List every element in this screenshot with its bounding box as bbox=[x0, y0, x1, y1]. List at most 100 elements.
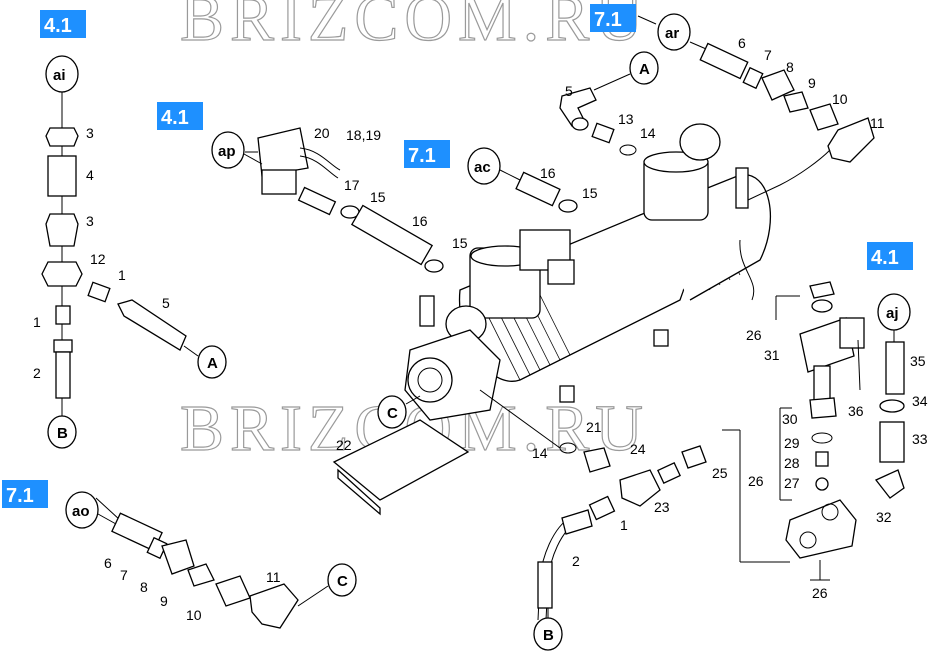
circle-ref-ac-text: ac bbox=[474, 159, 491, 176]
bottom-left-hose-group bbox=[95, 497, 299, 629]
label-16b: 16 bbox=[540, 165, 556, 181]
label-28: 28 bbox=[784, 455, 800, 471]
label-22: 22 bbox=[336, 437, 352, 453]
section-tag-4-1-right[interactable]: 4.1 bbox=[867, 242, 913, 270]
circle-ref-ai-text: ai bbox=[53, 67, 66, 84]
label-26c: 26 bbox=[812, 585, 828, 601]
watermark-top: BRIZCOM.RU bbox=[180, 0, 649, 55]
circle-ref-C-bottom-text: C bbox=[337, 573, 348, 590]
label-3b: 3 bbox=[86, 213, 94, 229]
label-18-19: 18,19 bbox=[346, 127, 381, 143]
label-29: 29 bbox=[784, 435, 800, 451]
label-33: 33 bbox=[912, 431, 928, 447]
label-16a: 16 bbox=[412, 213, 428, 229]
label-9b: 9 bbox=[160, 593, 168, 609]
section-tag-7-1-bottomleft[interactable]: 7.1 bbox=[2, 480, 48, 508]
section-tag-7-1-top-text: 7.1 bbox=[594, 9, 622, 31]
label-21: 21 bbox=[586, 419, 602, 435]
label-11b: 11 bbox=[266, 569, 281, 585]
section-tag-4-1-solenoid[interactable]: 4.1 bbox=[157, 102, 203, 130]
circle-ref-ac[interactable]: ac bbox=[467, 147, 501, 185]
circle-ref-A-top-text: A bbox=[639, 61, 650, 78]
label-3a: 3 bbox=[86, 125, 94, 141]
pump-motor-body bbox=[404, 123, 831, 421]
label-31: 31 bbox=[764, 347, 780, 363]
circle-ref-ar-text: ar bbox=[665, 25, 679, 42]
label-7a: 7 bbox=[764, 47, 772, 63]
label-5b: 5 bbox=[565, 83, 573, 99]
section-tag-7-1-bottomleft-text: 7.1 bbox=[6, 485, 34, 507]
label-8a: 8 bbox=[786, 59, 794, 75]
label-1c: 1 bbox=[620, 517, 628, 533]
circle-ref-B-left[interactable]: B bbox=[47, 415, 77, 449]
label-8b: 8 bbox=[140, 579, 148, 595]
label-34: 34 bbox=[912, 393, 928, 409]
label-26b: 26 bbox=[748, 473, 764, 489]
label-5a: 5 bbox=[162, 295, 170, 311]
circle-ref-B-left-text: B bbox=[57, 425, 68, 442]
label-7b: 7 bbox=[120, 567, 128, 583]
label-36: 36 bbox=[848, 403, 864, 419]
label-24: 24 bbox=[630, 441, 646, 457]
label-2b: 2 bbox=[572, 553, 580, 569]
label-20: 20 bbox=[314, 125, 330, 141]
label-15b: 15 bbox=[452, 235, 468, 251]
section-tag-4-1-topleft[interactable]: 4.1 bbox=[40, 10, 86, 38]
label-10b: 10 bbox=[186, 607, 202, 623]
circle-ref-ai[interactable]: ai bbox=[45, 55, 79, 93]
label-27: 27 bbox=[784, 475, 800, 491]
circle-ref-aj-text: aj bbox=[886, 305, 899, 322]
section-tag-7-1-middle[interactable]: 7.1 bbox=[404, 140, 450, 168]
label-23: 23 bbox=[654, 499, 670, 515]
circle-ref-A-left-text: A bbox=[207, 355, 218, 372]
circle-ref-ao-text: ao bbox=[72, 503, 90, 520]
leader-lines bbox=[61, 15, 895, 618]
label-6a: 6 bbox=[738, 35, 746, 51]
label-26a: 26 bbox=[746, 327, 762, 343]
label-6b: 6 bbox=[104, 555, 112, 571]
section-tag-4-1-topleft-text: 4.1 bbox=[44, 15, 72, 37]
section-tag-7-1-top[interactable]: 7.1 bbox=[590, 4, 636, 32]
circle-ref-B-bottom-text: B bbox=[543, 627, 554, 644]
label-10a: 10 bbox=[832, 91, 848, 107]
right-valve-group bbox=[775, 281, 905, 581]
solenoid-valve-group bbox=[245, 127, 444, 273]
section-tag-7-1-middle-text: 7.1 bbox=[408, 145, 436, 167]
circle-ref-C-center-text: C bbox=[387, 405, 398, 422]
circle-ref-ao[interactable]: ao bbox=[65, 491, 99, 529]
label-12: 12 bbox=[90, 251, 106, 267]
section-tag-4-1-solenoid-text: 4.1 bbox=[161, 107, 189, 129]
label-14b: 14 bbox=[532, 445, 548, 461]
label-32: 32 bbox=[876, 509, 892, 525]
label-11a: 11 bbox=[870, 115, 885, 131]
circle-ref-C-center[interactable]: C bbox=[377, 395, 407, 429]
center-fittings-group bbox=[332, 389, 790, 621]
label-4: 4 bbox=[86, 167, 94, 183]
suction-hose-group bbox=[515, 87, 637, 213]
circle-ref-B-bottom[interactable]: B bbox=[533, 617, 563, 651]
label-9a: 9 bbox=[808, 75, 816, 91]
left-fitting-stack bbox=[41, 88, 187, 420]
circle-ref-C-bottom[interactable]: C bbox=[327, 563, 357, 597]
label-14a: 14 bbox=[640, 125, 656, 141]
circle-ref-ar[interactable]: ar bbox=[657, 13, 691, 51]
label-1a: 1 bbox=[118, 267, 126, 283]
top-right-hose-group bbox=[689, 41, 875, 163]
label-13: 13 bbox=[618, 111, 634, 127]
label-2a: 2 bbox=[33, 365, 41, 381]
label-35: 35 bbox=[910, 353, 926, 369]
circle-ref-ap[interactable]: ap bbox=[211, 131, 245, 169]
circle-ref-aj[interactable]: aj bbox=[877, 293, 911, 331]
circle-ref-A-left[interactable]: A bbox=[197, 345, 227, 379]
circle-ref-A-top[interactable]: A bbox=[629, 51, 659, 85]
label-17: 17 bbox=[344, 177, 360, 193]
label-15a: 15 bbox=[370, 189, 386, 205]
label-30: 30 bbox=[782, 411, 798, 427]
label-15c: 15 bbox=[582, 185, 598, 201]
label-25: 25 bbox=[712, 465, 728, 481]
label-1b: 1 bbox=[33, 314, 41, 330]
circle-ref-ap-text: ap bbox=[218, 143, 236, 160]
section-tag-4-1-right-text: 4.1 bbox=[871, 247, 899, 269]
